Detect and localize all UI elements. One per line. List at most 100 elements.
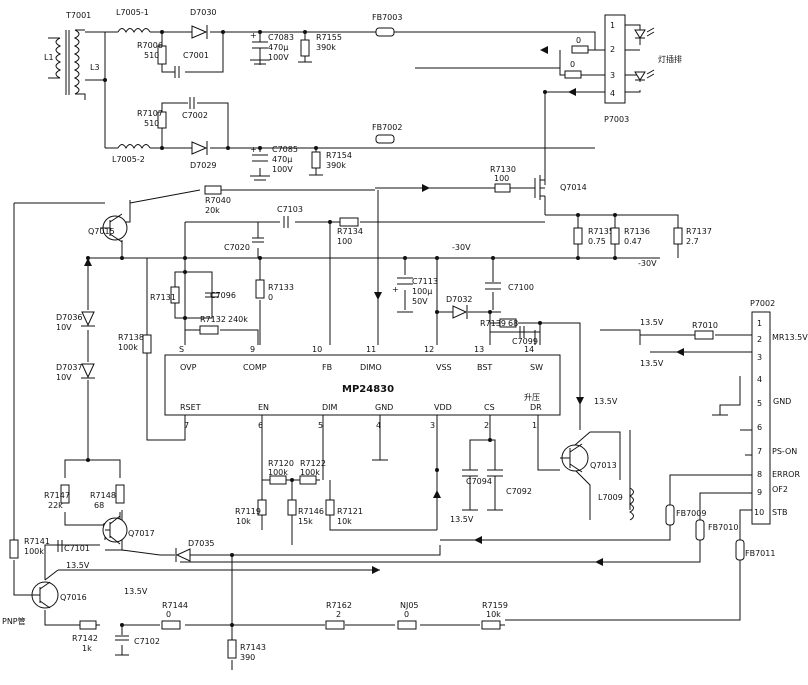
pin-dr-name: DR bbox=[530, 403, 542, 412]
p7002-pin-2: 2 bbox=[757, 335, 762, 344]
r7141-val: 100k bbox=[24, 547, 44, 556]
pin-en-name: EN bbox=[258, 403, 269, 412]
signal-arrows bbox=[84, 46, 684, 574]
chip-mp24830: MP24830 S OVP 9 COMP 10 FB 11 DIMO 12 VS… bbox=[164, 345, 561, 430]
lamp-led-1 bbox=[634, 29, 646, 39]
r7143-ref: R7143 bbox=[240, 643, 266, 652]
resistor-r7154: R7154 390k bbox=[309, 151, 352, 176]
inductor-coil bbox=[117, 144, 151, 150]
wire bbox=[375, 175, 546, 215]
c7113-ref: C7113 bbox=[412, 277, 438, 286]
capacitor-plates bbox=[519, 326, 525, 338]
net-label-minus30v-a: -30V bbox=[452, 243, 471, 252]
pin-fb-name: FB bbox=[322, 363, 332, 372]
resistor-r7141: R7141 100k bbox=[9, 537, 50, 559]
net-label-13v5-f: 13.5V bbox=[124, 587, 148, 596]
bead-body bbox=[735, 539, 745, 561]
pin-vdd-num: 3 bbox=[430, 421, 435, 430]
diode-body bbox=[452, 305, 468, 319]
c7020-ref: C7020 bbox=[224, 243, 250, 252]
capacitor-c7020: C7020 bbox=[224, 237, 264, 252]
net-label-13v5-sw: 13.5V bbox=[594, 397, 618, 406]
arrow-marker bbox=[568, 88, 576, 96]
d7036-val: 10V bbox=[56, 323, 72, 332]
wire bbox=[174, 271, 259, 345]
r7133-val: 0 bbox=[268, 293, 273, 302]
capacitor-c7103: C7103 bbox=[277, 205, 303, 228]
p7002-pin-10: 10 bbox=[754, 508, 764, 517]
r7148-ref: R7148 bbox=[90, 491, 116, 500]
resistor-body bbox=[142, 334, 152, 354]
r7155-val: 390k bbox=[316, 43, 336, 52]
capacitor-plates bbox=[115, 635, 129, 641]
r7131-ref: R7131 bbox=[150, 293, 176, 302]
junction-dot bbox=[403, 256, 407, 260]
resistor-r7131: R7131 bbox=[150, 286, 180, 304]
wire bbox=[184, 190, 536, 345]
r7130-val: 100 bbox=[494, 174, 509, 183]
p7003-pin-4: 4 bbox=[610, 89, 615, 98]
junction-dot bbox=[258, 30, 262, 34]
diode-d7032: D7032 bbox=[446, 295, 473, 319]
wire bbox=[259, 32, 306, 65]
r7132-val: 240k bbox=[228, 315, 248, 324]
resistor-body bbox=[481, 620, 501, 630]
junction-dot bbox=[613, 256, 617, 260]
resistor-body bbox=[573, 227, 583, 245]
wire bbox=[404, 258, 494, 310]
resistor-r7139: R7139 68 bbox=[480, 318, 518, 328]
core-lines bbox=[65, 30, 70, 95]
wire bbox=[13, 203, 380, 626]
net-label-minus30v-b: -30V bbox=[638, 259, 657, 268]
capacitor-plates bbox=[252, 154, 268, 162]
r7147-val: 22k bbox=[48, 501, 63, 510]
transformer-t7001: T7001 L1 L3 bbox=[44, 11, 100, 100]
arrow-marker bbox=[84, 258, 92, 266]
c7103-ref: C7103 bbox=[277, 205, 303, 214]
arrow-marker bbox=[540, 46, 548, 54]
d7037-val: 10V bbox=[56, 373, 72, 382]
fb7011-ref: FB7011 bbox=[745, 549, 775, 558]
capacitor-c7102: C7102 bbox=[115, 635, 160, 656]
arrow-marker bbox=[374, 292, 382, 300]
r7139-ref: R7139 bbox=[480, 319, 506, 328]
resistor-body bbox=[157, 111, 167, 129]
ferrite-fb7009: FB7009 bbox=[665, 504, 706, 526]
capacitor-c7094: C7094 bbox=[462, 469, 492, 511]
junction-dot bbox=[160, 146, 164, 150]
c7002-ref: C7002 bbox=[182, 111, 208, 120]
wire bbox=[559, 50, 605, 76]
pin-comp-num: 9 bbox=[250, 345, 255, 354]
mosfet-q7014: Q7014 bbox=[534, 175, 587, 200]
r7162-val: 2 bbox=[336, 610, 341, 619]
lamp-led-2-rays bbox=[635, 69, 655, 81]
ground-symbol bbox=[487, 476, 503, 511]
junction-dot bbox=[314, 146, 318, 150]
resistor-r7134: R7134 100 bbox=[337, 217, 363, 246]
resistor-body bbox=[60, 484, 70, 504]
r7137-ref: R7137 bbox=[686, 227, 712, 236]
capacitor-c7092: C7092 bbox=[487, 469, 532, 511]
r7121-ref: R7121 bbox=[337, 507, 363, 516]
c7083-val2: 100V bbox=[268, 53, 289, 62]
r7162-ref: R7162 bbox=[326, 601, 352, 610]
resistor-body bbox=[79, 620, 97, 630]
wire bbox=[545, 214, 679, 258]
pin-rset-num: 7 bbox=[184, 421, 189, 430]
connector-p7002: P7002 1 2 3 4 5 6 7 8 9 10 MR13.5V GND P… bbox=[750, 299, 808, 525]
p7002-pin-8: 8 bbox=[757, 470, 762, 479]
r7134-val: 100 bbox=[337, 237, 352, 246]
capacitor-plates bbox=[485, 282, 501, 290]
lamp-led-2 bbox=[634, 71, 646, 81]
junction-dot bbox=[120, 256, 124, 260]
p7002-pin-4: 4 bbox=[757, 375, 762, 384]
resistor-r7107: R7107 510 bbox=[137, 109, 167, 129]
r7159-val: 10k bbox=[486, 610, 501, 619]
d7035-ref: D7035 bbox=[188, 539, 215, 548]
l1-ref: L1 bbox=[44, 53, 54, 62]
resistor-body bbox=[564, 70, 582, 79]
pin-dimo-name: DIMO bbox=[360, 363, 382, 372]
transistor-leads bbox=[560, 443, 583, 473]
r7142-val: 1k bbox=[82, 644, 92, 653]
p7003-pin-3: 3 bbox=[610, 71, 615, 80]
